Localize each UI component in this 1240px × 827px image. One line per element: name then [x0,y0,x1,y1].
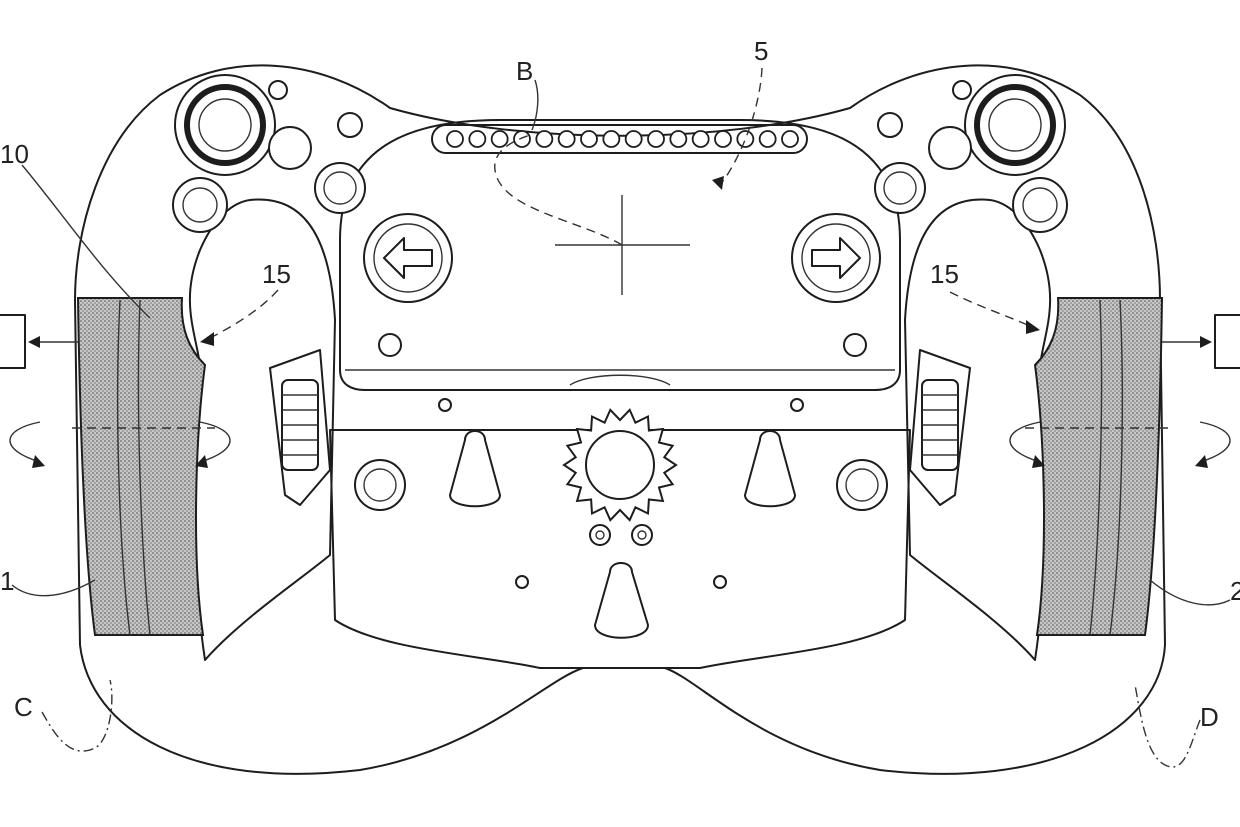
lower-plate [329,429,911,669]
center-gear-connector [562,408,678,522]
rev-light [468,130,487,148]
right-rotary-selector [744,430,796,508]
rev-light [513,130,531,148]
rev-light [691,130,710,148]
buttons-right [713,80,1068,589]
bottom-rotary-selector [594,562,649,639]
rev-light [446,130,464,148]
left-arrow-button [363,213,453,303]
rev-light [669,130,688,148]
leader-c [41,679,113,752]
right-thumb-wheel [909,349,971,506]
rev-light [557,130,576,148]
right-hand-cutout [904,198,1052,661]
label-1: 1 [0,566,14,596]
label-15-left: 15 [262,259,291,289]
rev-light [736,130,755,148]
rev-lights [446,130,799,148]
left-rotary-knob [174,74,276,176]
rev-light [602,130,621,148]
left-rotary-selector [449,430,501,508]
label-c: C [14,692,33,722]
left-grip [76,297,207,636]
rev-light [624,130,643,148]
leader-b [531,79,539,131]
leader-15-left [209,289,279,339]
rotation-arrow-left [9,421,231,463]
leader-15-right [949,291,1031,327]
rev-light [490,130,509,148]
rev-light [580,130,598,148]
rev-light [758,130,777,148]
right-arrow-icon [811,237,861,279]
label-2: 2 [1230,576,1240,606]
left-thumb-wheel [269,349,331,506]
rev-lights-bar [431,124,808,154]
rev-light [714,130,732,148]
rev-light [781,130,799,148]
right-rotary-knob [964,74,1066,176]
label-5: 5 [754,36,768,66]
rotation-arrow-right [1009,421,1231,463]
right-arrow-button [791,213,881,303]
left-sensor-box [0,314,26,369]
right-grip [1033,297,1164,636]
leader-2 [1149,579,1231,606]
display-panel [339,119,901,391]
label-b: B [516,56,533,86]
gear-bore [585,430,655,500]
buttons-left [172,80,529,589]
label-10: 10 [0,139,29,169]
label-15-right: 15 [930,259,959,289]
leader-1 [11,579,96,597]
rev-light [647,130,665,148]
rev-light [535,130,554,148]
right-sensor-box [1214,314,1240,369]
left-arrow-icon [383,237,433,279]
leader-d [1134,684,1201,768]
leader-5 [719,67,763,186]
leader-10 [21,164,151,319]
label-d: D [1200,702,1219,732]
